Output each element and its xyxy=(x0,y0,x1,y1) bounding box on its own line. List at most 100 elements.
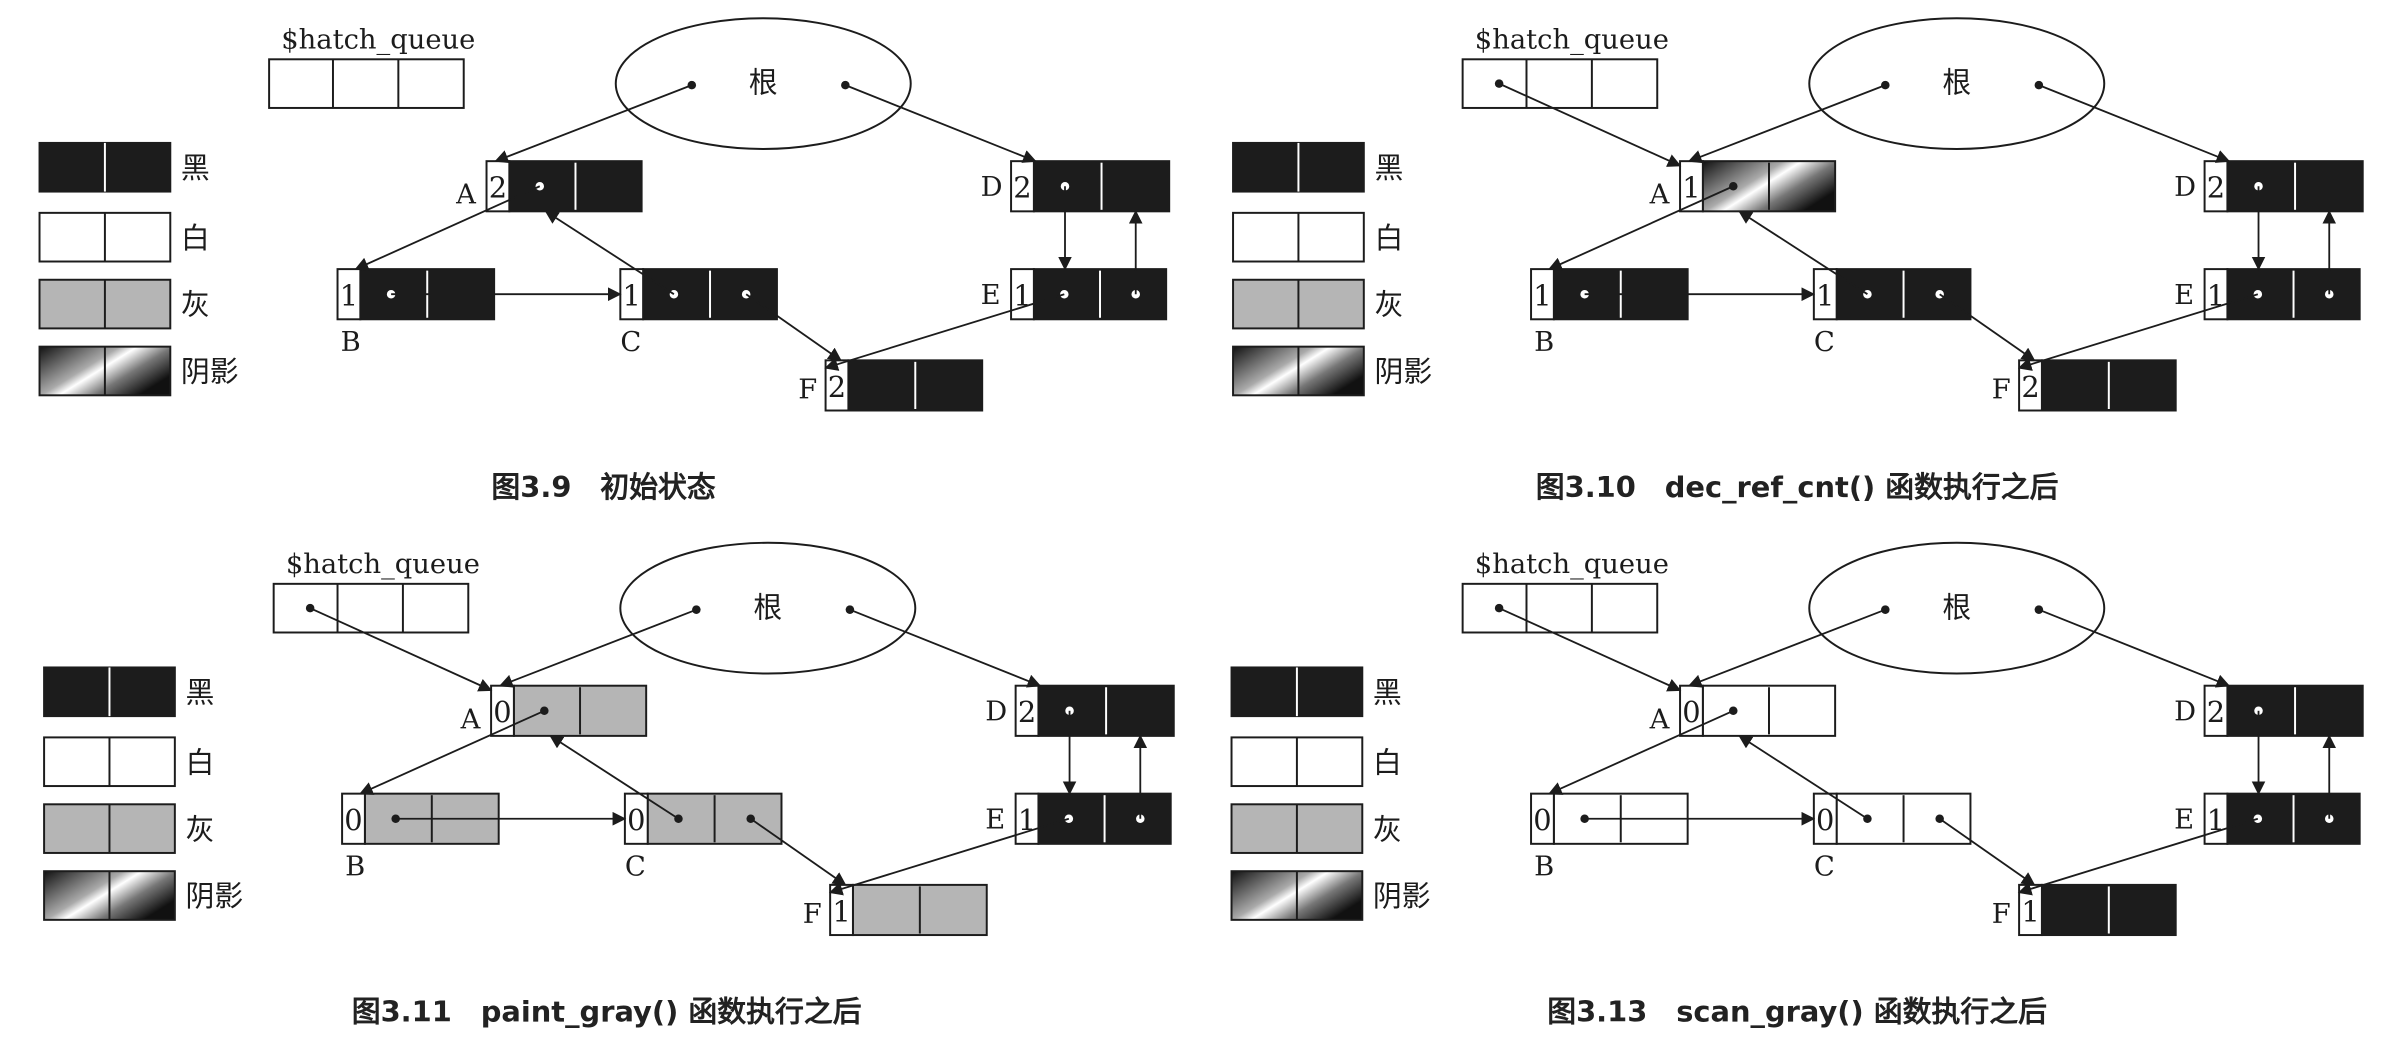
pointer-dot xyxy=(2034,80,2044,90)
legend-item-black: 黑 xyxy=(43,666,214,718)
arrow-a-to-b xyxy=(354,185,541,271)
arrow-c-to-a xyxy=(1738,210,1868,295)
arrow-c-to-f xyxy=(1939,293,2036,362)
root-node: 根 xyxy=(614,17,912,150)
node-e: 1E xyxy=(2174,792,2361,845)
hatch-queue-label: $hatch_queue xyxy=(281,25,475,56)
ref-count: 1 xyxy=(1013,279,1031,313)
reference-edges xyxy=(354,80,1143,371)
arrow-e-to-f xyxy=(2017,817,2259,896)
legend-item-white: 白 xyxy=(1230,736,1402,788)
ref-count: 2 xyxy=(1018,695,1036,729)
ref-count: 1 xyxy=(2207,803,2225,837)
ref-count-cell xyxy=(2203,268,2229,321)
hatch-queue-box xyxy=(268,58,465,109)
hatch-queue-label: $hatch_queue xyxy=(286,549,480,580)
node-label: B xyxy=(1534,327,1554,358)
ref-count: 2 xyxy=(2021,370,2039,404)
node-label: B xyxy=(345,852,365,883)
arrow-queue-to-a xyxy=(309,607,493,692)
node-label: F xyxy=(798,374,817,405)
pointer-dot xyxy=(841,80,850,90)
hatch-queue: $hatch_queue xyxy=(1461,25,1669,109)
legend-label-gray: 灰 xyxy=(181,288,210,322)
ref-count: 1 xyxy=(2207,279,2225,313)
legend-item-white: 白 xyxy=(1232,211,1403,263)
ref-count: 0 xyxy=(493,695,511,729)
node-label: A xyxy=(1649,180,1671,211)
root-label: 根 xyxy=(749,66,778,100)
node-c: 0C xyxy=(1812,792,1972,883)
hatch-queue-box xyxy=(1461,58,1659,109)
node-label: E xyxy=(2174,280,2194,311)
node-a: 2A xyxy=(455,160,643,213)
legend-label-gray: 灰 xyxy=(1373,812,1402,846)
ref-count: 2 xyxy=(828,370,846,404)
ref-count: 0 xyxy=(1682,695,1700,729)
arrow-queue-to-a xyxy=(1498,607,1682,692)
figure-caption: 图3.9 初始状态 xyxy=(491,470,716,504)
arrow-root-to-a xyxy=(494,84,693,164)
arrow-queue-to-a xyxy=(1498,82,1682,167)
node-label: D xyxy=(981,172,1003,203)
ref-count-cell xyxy=(1530,792,1555,845)
reference-edges xyxy=(305,603,1148,896)
legend-label-black: 黑 xyxy=(185,675,214,709)
figure-caption: 图3.13 scan_gray() 函数执行之后 xyxy=(1547,995,2047,1029)
node-label: B xyxy=(1534,852,1554,883)
node-c: 0C xyxy=(623,792,783,883)
legend-item-shadow: 阴影 xyxy=(1232,345,1432,397)
legend-item-gray: 灰 xyxy=(38,278,210,330)
ref-count-cell xyxy=(1010,268,1035,321)
legend-label-shadow: 阴影 xyxy=(185,879,243,913)
arrow-root-to-a xyxy=(498,608,697,688)
root-label: 根 xyxy=(1942,66,1971,100)
hatch-queue-label: $hatch_queue xyxy=(1475,25,1669,56)
ref-count: 1 xyxy=(2021,894,2039,928)
arrow-root-to-d xyxy=(2038,608,2231,688)
node-e: 1E xyxy=(985,792,1172,845)
ref-count-cell xyxy=(2203,792,2229,845)
ref-count: 1 xyxy=(832,894,850,928)
pointer-dot xyxy=(1881,80,1890,90)
node-a: 0A xyxy=(1649,684,1837,737)
node-d: 2D xyxy=(2174,160,2364,213)
node-label: E xyxy=(2174,805,2194,836)
root-ellipse xyxy=(619,541,917,675)
legend-label-shadow: 阴影 xyxy=(181,355,239,389)
hatch-queue: $hatch_queue xyxy=(1461,549,1669,634)
node-b: 0B xyxy=(341,792,500,883)
legend-item-gray: 灰 xyxy=(1230,803,1402,854)
legend-item-black: 黑 xyxy=(1232,141,1403,193)
node-label: F xyxy=(1992,899,2011,930)
ref-count: 2 xyxy=(2207,695,2225,729)
root-ellipse xyxy=(1808,17,2106,150)
arrow-root-to-a xyxy=(1687,608,1886,688)
root-label: 根 xyxy=(753,590,782,624)
legend-label-black: 黑 xyxy=(1374,151,1403,185)
hatch-queue: $hatch_queue xyxy=(272,549,480,634)
node-c: 1C xyxy=(1812,268,1972,358)
arrow-e-to-f xyxy=(824,293,1065,371)
node-label: B xyxy=(341,327,361,358)
node-d: 2D xyxy=(985,684,1175,737)
node-e: 1E xyxy=(2174,268,2361,321)
ref-count: 0 xyxy=(1533,803,1551,837)
node-f: 1F xyxy=(803,883,988,937)
node-c: 1C xyxy=(619,268,778,358)
legend-item-gray: 灰 xyxy=(43,803,214,854)
node-label: D xyxy=(2174,172,2196,203)
legend-item-shadow: 阴影 xyxy=(38,345,239,397)
legend-item-shadow: 阴影 xyxy=(1230,870,1431,921)
root-ellipse xyxy=(1808,541,2106,675)
legend-label-white: 白 xyxy=(1373,745,1402,779)
